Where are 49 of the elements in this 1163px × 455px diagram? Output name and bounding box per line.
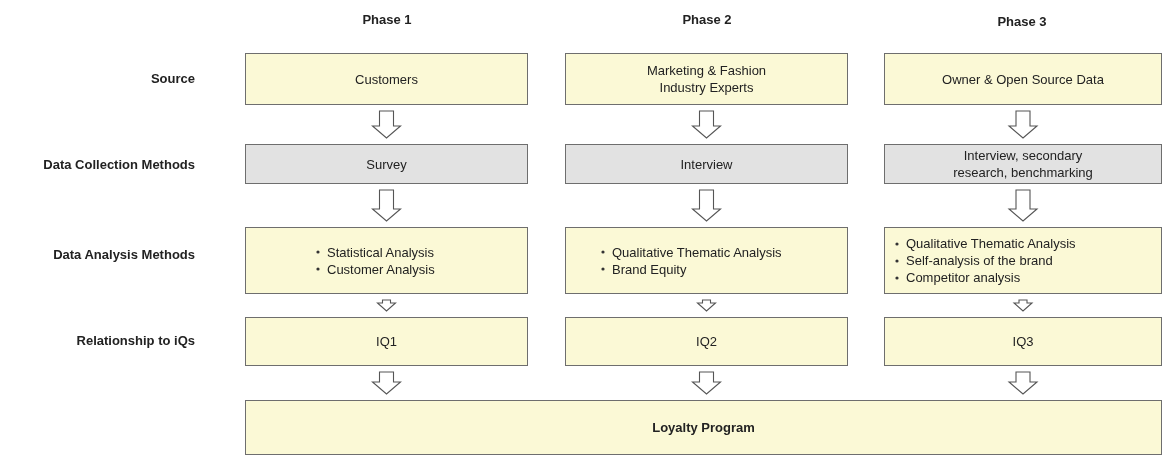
row-label: Relationship to iQs [76,333,195,348]
box-text: Owner & Open Source Data [942,70,1104,88]
box-text: IQ2 [696,333,717,350]
list-item: Brand Equity [612,260,687,278]
list-item: Customer Analysis [327,260,435,278]
list-item: Self-analysis of the brand [906,252,1053,269]
method-box [565,144,848,184]
list-item: Qualitative Thematic Analysis [906,235,1076,252]
method-box [884,144,1162,184]
process-box [245,53,528,105]
analysis-box [884,227,1162,294]
block-arrow [691,110,722,139]
row-label: Source [150,71,195,86]
phase-heading: Phase 1 [362,12,412,27]
box-text: Interview [680,155,733,173]
block-arrow [691,189,722,222]
process-box [245,317,528,366]
row-label: Data Collection Methods [43,157,195,172]
block-arrow [1012,299,1034,312]
box-text: Loyalty Program [652,419,755,436]
box-text: Survey [366,155,407,173]
block-arrow [691,371,722,395]
result-box [245,400,1162,455]
box-text: Marketing & Fashion Industry Experts [645,62,768,96]
analysis-box [565,227,848,294]
block-arrow [1007,371,1039,395]
process-box [884,53,1162,105]
process-box [884,317,1162,366]
box-text: IQ3 [1012,333,1034,350]
block-arrow [696,299,717,312]
list-item: Statistical Analysis [327,243,434,261]
list-item: Competitor analysis [906,269,1021,286]
box-text: Customers [355,70,418,88]
block-arrow [1007,110,1039,139]
block-arrow [371,371,402,395]
box-text: Interview, secondary research, benchmarking [952,147,1094,181]
block-arrow [1007,189,1039,222]
method-box [245,144,528,184]
block-arrow [376,299,397,312]
list-item: Qualitative Thematic Analysis [612,243,782,261]
box-text: IQ1 [376,333,397,350]
block-arrow [371,189,402,222]
phase-heading: Phase 3 [997,14,1047,29]
process-box [565,317,848,366]
process-box [565,53,848,105]
row-label: Data Analysis Methods [53,247,195,262]
phase-heading: Phase 2 [682,12,732,27]
block-arrow [371,110,402,139]
analysis-box [245,227,528,294]
